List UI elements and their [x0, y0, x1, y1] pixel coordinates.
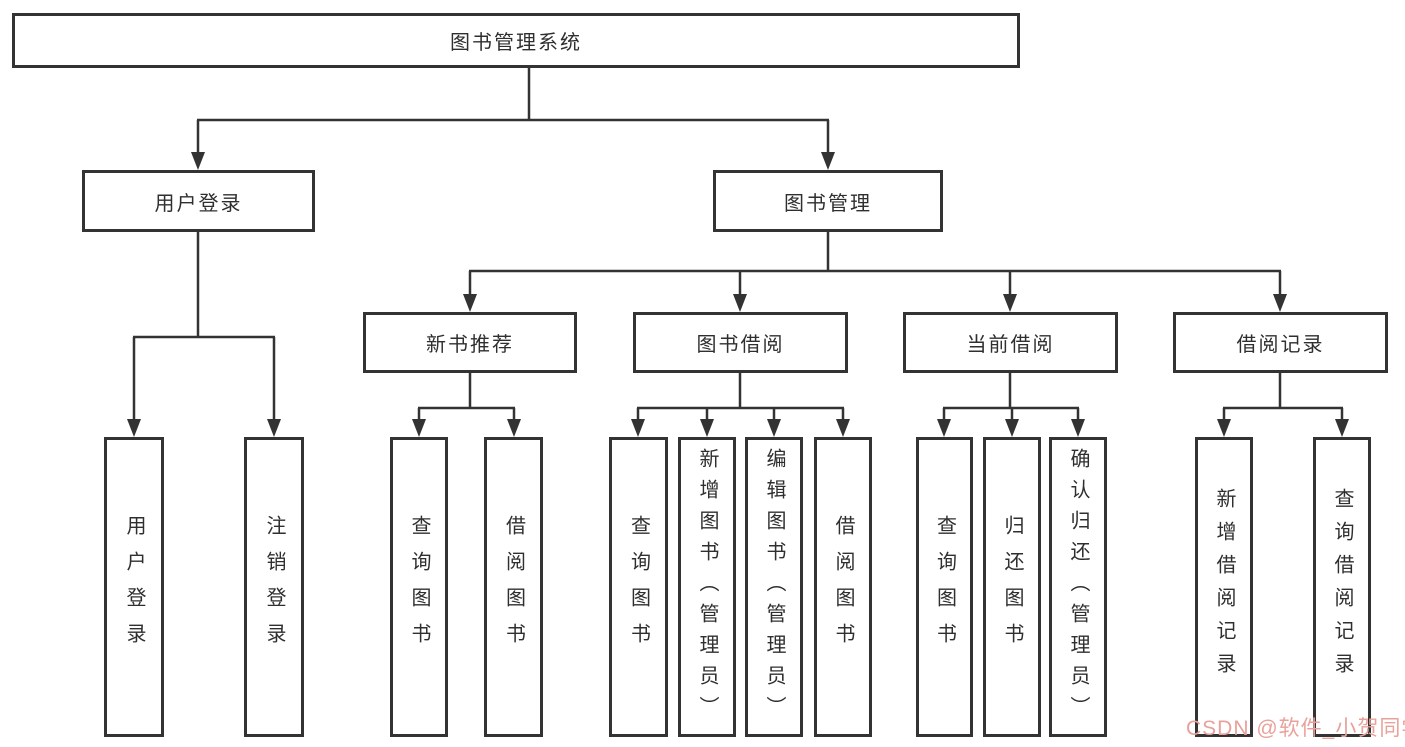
leaf-user-login: 用户登录	[104, 437, 164, 737]
leaf-add-borrow-record: 新增借阅记录	[1195, 437, 1253, 737]
node-new-book-recommendation: 新书推荐	[363, 312, 577, 373]
leaf-borrow-books-1: 借阅图书	[484, 437, 543, 737]
leaf-edit-books-admin: 编辑图书（管理员）	[745, 437, 803, 737]
node-current-borrowing: 当前借阅	[903, 312, 1118, 373]
leaf-query-books-1: 查询图书	[390, 437, 448, 737]
node-borrowing-records: 借阅记录	[1173, 312, 1388, 373]
leaf-query-borrow-record: 查询借阅记录	[1313, 437, 1371, 737]
leaf-logout: 注销登录	[244, 437, 304, 737]
leaf-confirm-return-admin: 确认归还（管理员）	[1049, 437, 1107, 737]
watermark: CSDN @软件_小贺同学	[1186, 717, 1405, 740]
leaf-add-books-admin: 新增图书（管理员）	[678, 437, 736, 737]
leaf-borrow-books-2: 借阅图书	[814, 437, 872, 737]
leaf-query-books-2: 查询图书	[609, 437, 668, 737]
arrowheads	[127, 152, 1349, 437]
node-library-management-system: 图书管理系统	[12, 13, 1020, 68]
node-book-management: 图书管理	[713, 170, 943, 232]
leaf-query-books-3: 查询图书	[916, 437, 973, 737]
node-book-borrowing: 图书借阅	[633, 312, 848, 373]
connector-path	[132, 68, 1344, 421]
leaf-return-books: 归还图书	[983, 437, 1041, 737]
node-user-login: 用户登录	[82, 170, 315, 232]
